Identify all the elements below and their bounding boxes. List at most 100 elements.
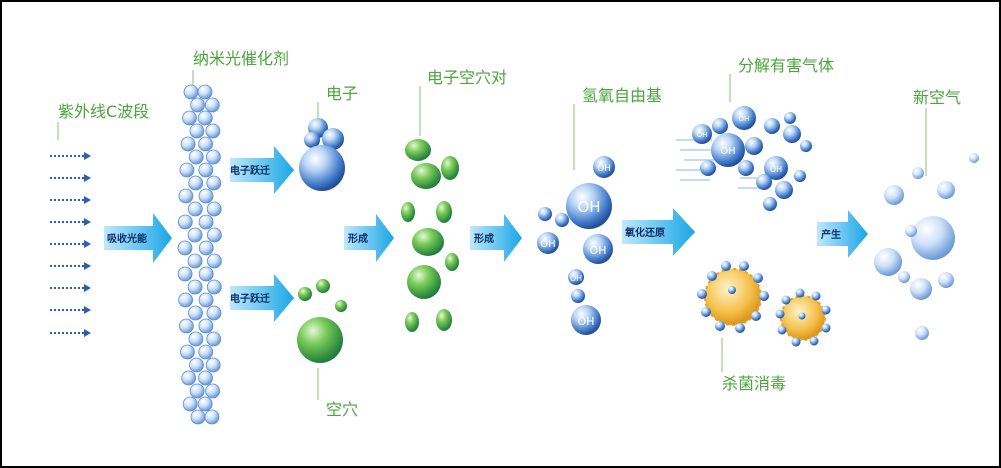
catalyst-particle	[205, 357, 221, 373]
catalyst-particle	[190, 97, 206, 113]
catalyst-particle	[187, 253, 203, 269]
electron-hole-pairs	[401, 139, 459, 332]
uv-rays	[50, 152, 91, 337]
arrow-absorb	[104, 213, 172, 263]
uv-ray	[50, 152, 91, 160]
uv-ray	[50, 329, 91, 337]
catalyst-particle	[198, 370, 213, 386]
oh-label: OH	[597, 164, 611, 174]
catalyst-particle	[206, 175, 222, 191]
uv-ray	[50, 196, 91, 204]
catalyst-particle	[206, 201, 222, 217]
catalyst-particle	[197, 110, 213, 126]
catalyst-particle	[179, 162, 195, 178]
oh-label: OH	[578, 315, 595, 328]
catalyst-particle	[205, 123, 221, 139]
catalyst-particle	[179, 344, 195, 360]
label-hole: 空穴	[326, 400, 359, 419]
uv-ray	[50, 262, 91, 270]
hole-cluster	[297, 279, 347, 363]
catalyst-particle	[178, 188, 194, 204]
hydroxyl-radicals: OH OH OH OH OH OH	[537, 156, 615, 335]
uv-ray	[50, 240, 91, 248]
catalyst-particle	[177, 240, 193, 256]
label-nano-photocatalyst: 纳米光催化剂	[193, 49, 290, 68]
electron-cluster	[299, 118, 345, 191]
catalyst-particle	[204, 409, 220, 425]
oh-label: OH	[739, 115, 750, 123]
catalyst-particle	[206, 331, 222, 347]
catalyst-particle	[178, 318, 194, 334]
catalyst-particle	[198, 266, 214, 282]
catalyst-particle	[188, 305, 203, 321]
arrow-produce-label: 产生	[821, 228, 841, 241]
catalyst-particle	[188, 149, 204, 165]
label-hydroxyl-radical: 氢氧自由基	[582, 86, 663, 105]
bacteria	[697, 261, 831, 347]
uv-ray	[50, 218, 91, 226]
catalyst-particle	[187, 201, 203, 217]
catalyst-particle	[190, 409, 206, 425]
arrow-redox-label: 氧化还原	[624, 226, 665, 239]
label-fresh-air: 新空气	[913, 88, 962, 107]
catalyst-particle	[189, 383, 205, 399]
catalyst-particle	[205, 383, 221, 399]
catalyst-particle	[206, 253, 222, 269]
catalyst-particle	[187, 279, 203, 295]
arrow-produce	[817, 210, 868, 258]
catalyst-particle	[206, 227, 222, 243]
catalyst-particle	[188, 331, 204, 347]
arrow-jump-top	[230, 146, 294, 194]
label-uv-c-band: 紫外线C波段	[58, 102, 150, 121]
arrow-jump-top-label: 电子跃迁	[230, 164, 270, 177]
bacterium	[775, 288, 831, 347]
nanocatalyst-particles	[177, 84, 222, 425]
oh-label: OH	[770, 165, 782, 174]
catalyst-particle	[205, 149, 221, 165]
catalyst-particle	[188, 175, 204, 191]
oh-label: OH	[577, 198, 600, 216]
uv-ray	[50, 306, 91, 314]
catalyst-particle	[206, 305, 222, 321]
catalyst-particle	[180, 136, 196, 152]
label-sterilize: 杀菌消毒	[722, 374, 787, 393]
catalyst-particle	[189, 357, 204, 373]
catalyst-particle	[198, 136, 214, 152]
fresh-air-bubbles	[874, 153, 979, 340]
arrow-redox	[622, 208, 695, 256]
arrow-jump-bottom	[230, 274, 294, 322]
oh-label: OH	[720, 146, 735, 157]
label-electron: 电子	[326, 84, 359, 103]
catalyst-particle	[198, 162, 214, 178]
catalyst-particle	[177, 266, 193, 282]
catalyst-particle	[183, 84, 199, 100]
catalyst-particle	[182, 110, 197, 126]
catalyst-particle	[187, 227, 203, 243]
bacterium	[697, 261, 769, 333]
catalyst-particle	[206, 279, 222, 295]
catalyst-particle	[198, 318, 214, 334]
arrow-jump-bottom-label: 电子跃迁	[230, 292, 270, 305]
catalyst-particle	[198, 240, 214, 256]
leader-lines	[57, 70, 927, 400]
arrow-form-1	[344, 214, 394, 262]
catalyst-particle	[198, 344, 214, 360]
arrow-absorb-label: 吸收光能	[107, 232, 147, 245]
catalyst-particle	[198, 214, 214, 230]
oh-label: OH	[697, 131, 708, 139]
label-electron-hole-pair: 电子空穴对	[427, 68, 508, 87]
catalyst-particle	[182, 396, 198, 412]
uv-ray	[50, 174, 91, 182]
arrow-form-2-label: 形成	[474, 232, 494, 245]
oh-label: OH	[570, 274, 582, 283]
oh-label: OH	[540, 239, 555, 250]
label-decompose-gas: 分解有害气体	[738, 56, 835, 75]
catalyst-particle	[198, 188, 214, 204]
catalyst-particle	[197, 396, 213, 412]
catalyst-particle	[198, 292, 214, 308]
catalyst-particle	[181, 370, 197, 386]
gas-decomposition: OH OH OH OH	[676, 106, 812, 211]
